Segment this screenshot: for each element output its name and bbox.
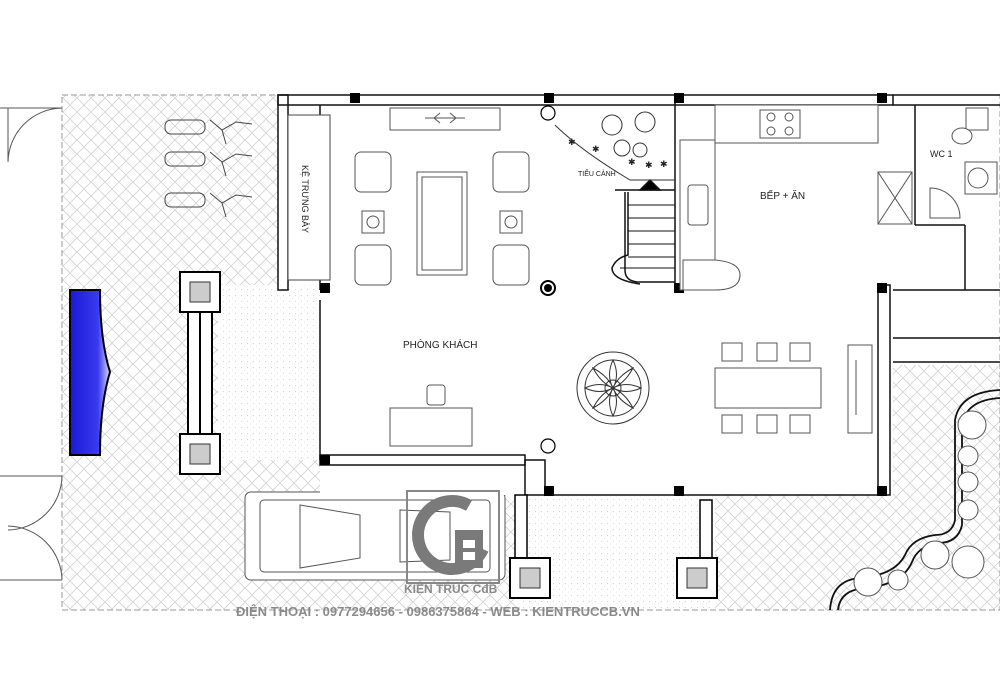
staircase <box>611 178 675 285</box>
gym-equipment <box>164 119 253 218</box>
bep-an-label: BẾP + ĂN <box>760 189 805 202</box>
svg-text:✱: ✱ <box>660 159 668 169</box>
garden-bushes <box>853 410 987 597</box>
contact-line: ĐIỆN THOẠI : 0977294656 - 0986375864 - W… <box>236 604 640 619</box>
gate-bottom <box>0 475 63 581</box>
display-shelf <box>287 114 331 281</box>
living-furniture <box>354 107 530 447</box>
tieu-canh-label: TIỂU CẢNH <box>578 169 616 178</box>
svg-text:✱: ✱ <box>628 157 636 167</box>
ke-trung-bay-label: KỆ TRƯNG BÀY <box>300 165 310 233</box>
svg-text:✱: ✱ <box>645 160 653 170</box>
svg-text:✱: ✱ <box>568 137 576 147</box>
brand-logo <box>406 490 500 584</box>
columns <box>320 93 887 496</box>
round-column <box>540 105 556 121</box>
right-garden <box>893 365 1000 610</box>
kitchen-furniture <box>679 104 913 291</box>
mini-garden: ✱ ✱ ✱ ✱ ✱ <box>554 111 675 181</box>
phong-khach-label: PHÒNG KHÁCH <box>403 338 477 351</box>
svg-text:✱: ✱ <box>592 144 600 154</box>
gate-top <box>0 107 63 163</box>
wc-fixtures <box>929 107 998 219</box>
brand-name: KIẾN TRÚC CđB <box>404 581 498 596</box>
swimming-pool <box>69 289 112 456</box>
wc1-label: WC 1 <box>930 149 953 159</box>
dining-furniture <box>714 342 873 434</box>
walls <box>277 94 1000 496</box>
front-pillars <box>509 494 718 599</box>
round-column <box>540 438 556 454</box>
driveway <box>218 285 323 460</box>
gate-pillars <box>179 271 221 475</box>
floor-medallion <box>576 351 650 425</box>
